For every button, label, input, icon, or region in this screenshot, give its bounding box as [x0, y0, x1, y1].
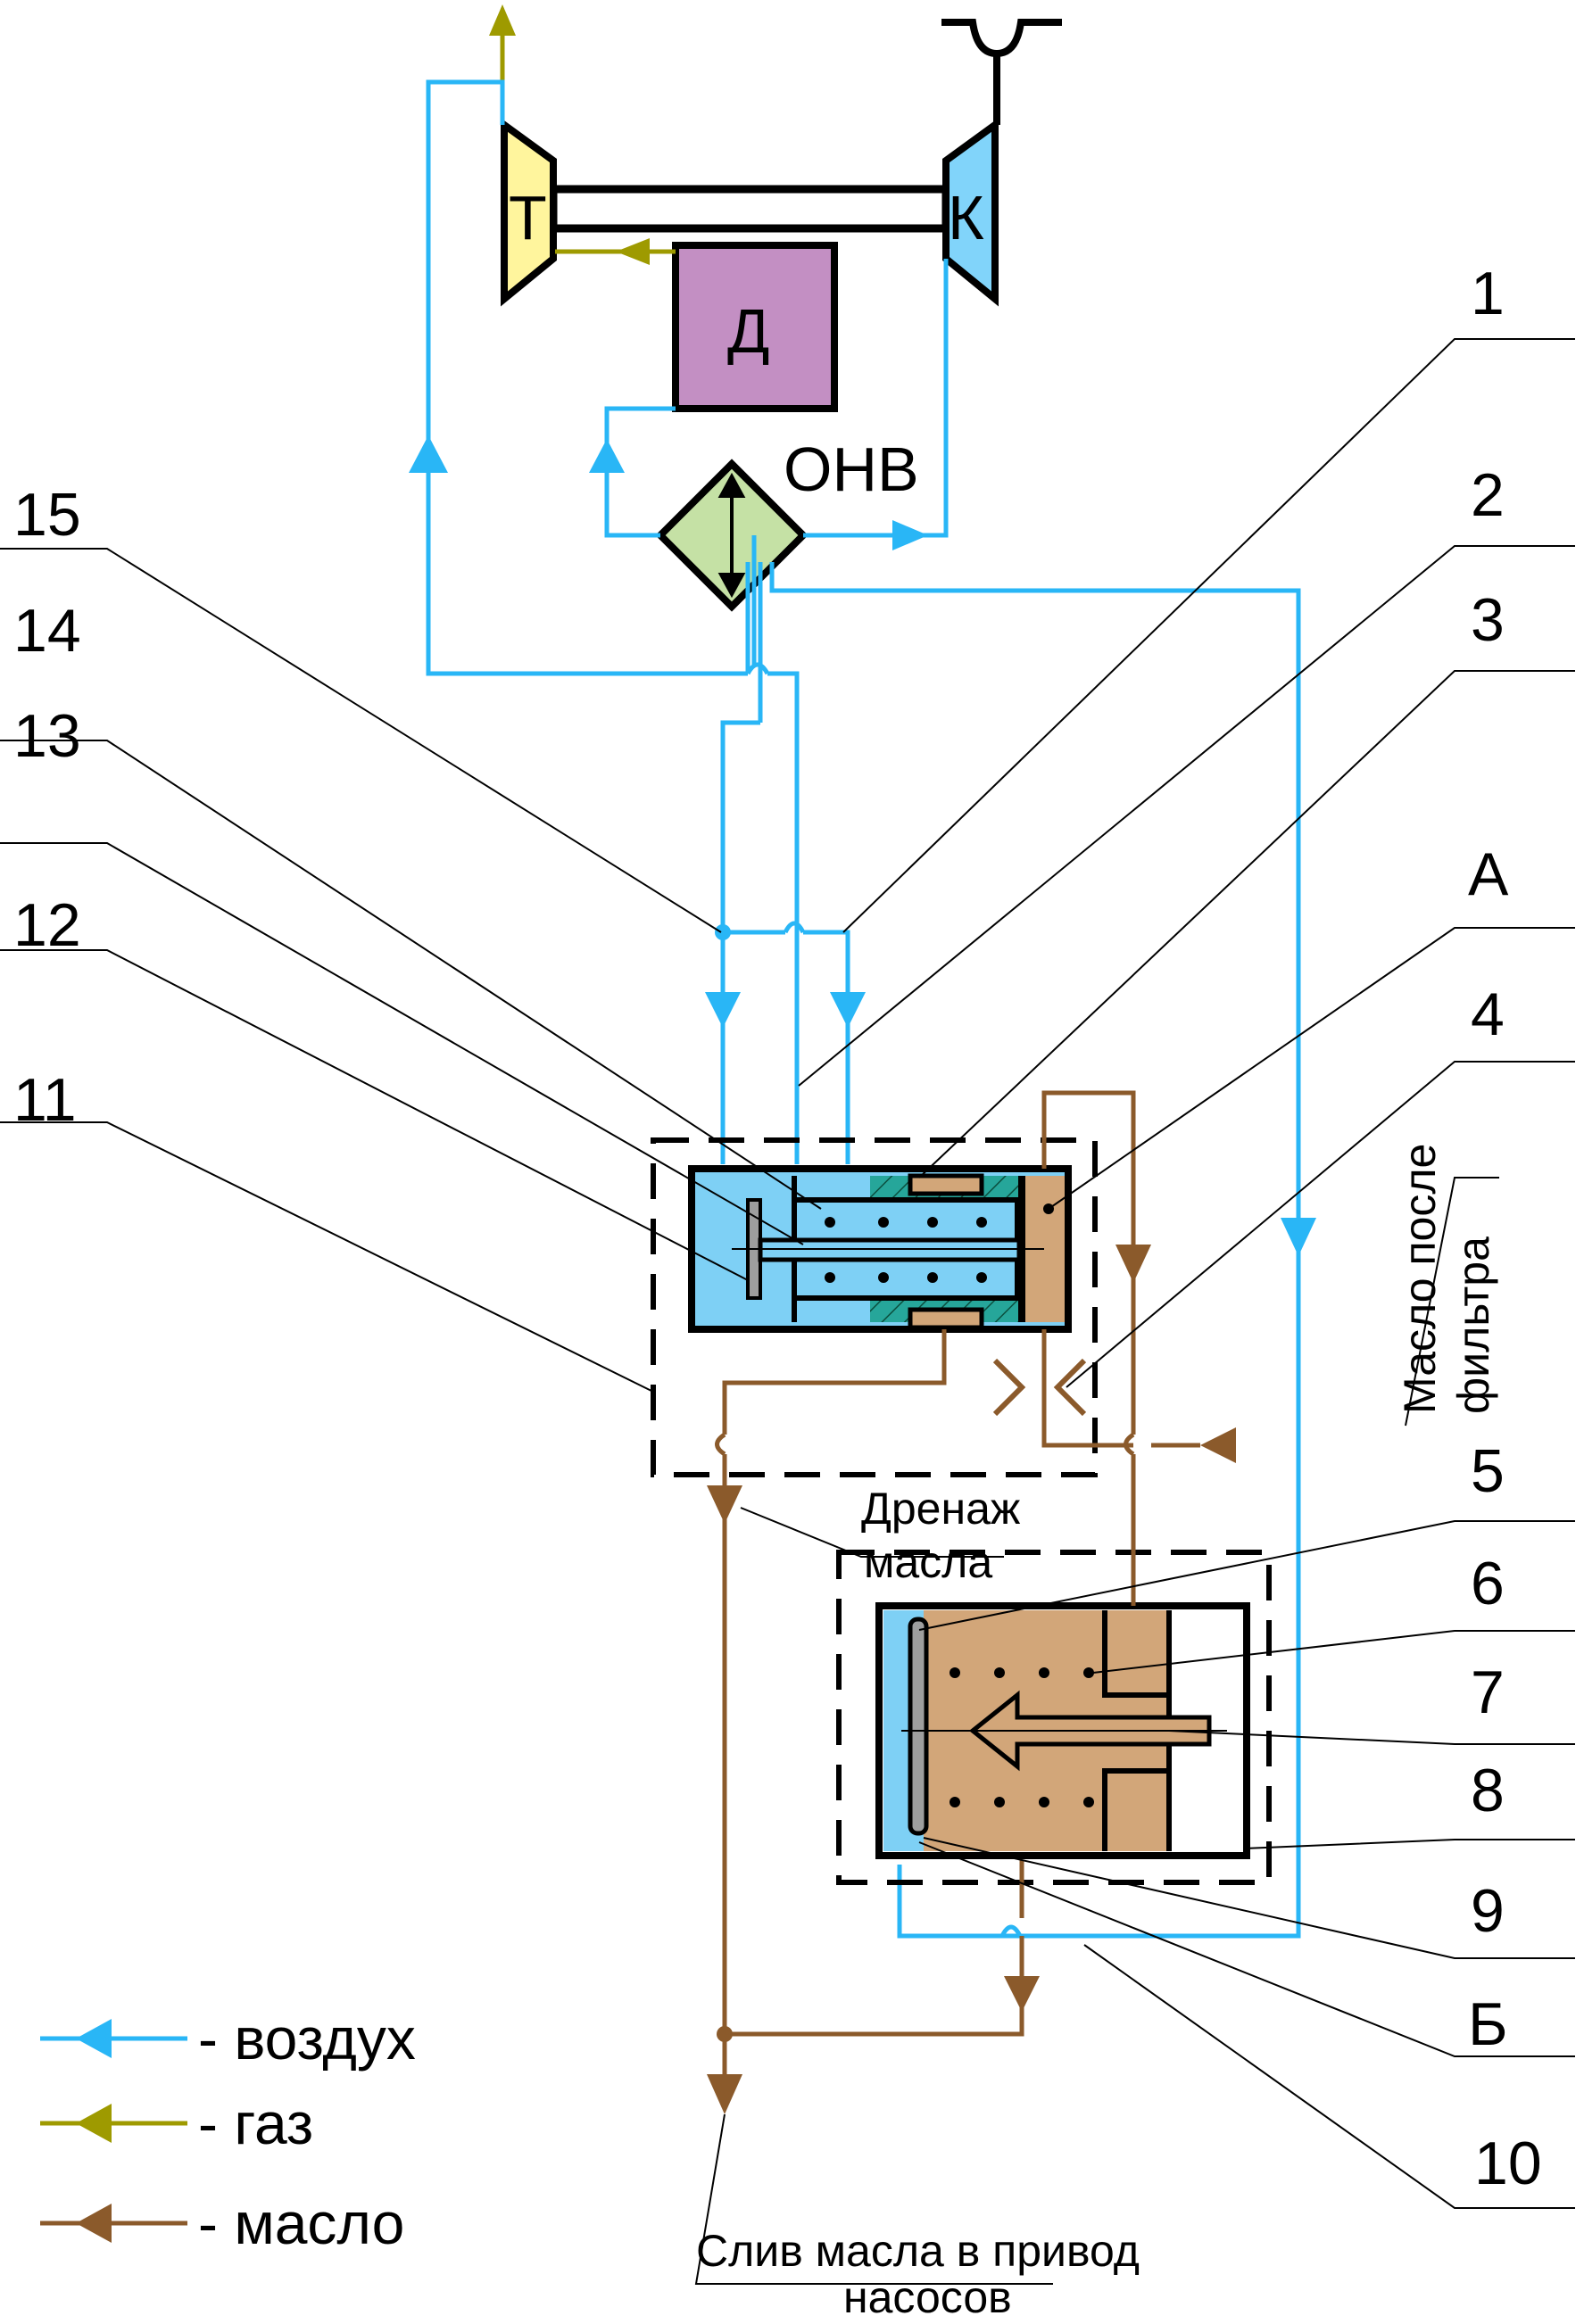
air-line-crossings [745, 662, 1023, 1938]
note-oil-after-filter-2: фильтра [1448, 1236, 1498, 1414]
lower-valve-dashed-frame [836, 1550, 1272, 1885]
callout-12: 12 [13, 891, 81, 959]
callout-13: 13 [13, 702, 81, 770]
callout-A: А [1468, 840, 1509, 908]
legend-gas-label: - газ [198, 2090, 313, 2156]
callout-5: 5 [1471, 1437, 1505, 1505]
note-oil-drain-2: масла [864, 1537, 992, 1587]
air-arrows [409, 435, 1316, 1256]
legend-oil: - масло [40, 2190, 404, 2256]
lower-valve [875, 1602, 1250, 1859]
callout-6: 6 [1471, 1550, 1505, 1617]
compressor-label: К [948, 183, 984, 252]
notes: Масло после фильтра Дренаж масла Слив ма… [696, 1144, 1498, 2322]
turbine-block [501, 118, 557, 307]
callout-3: 3 [1471, 586, 1505, 654]
callout-15: 15 [13, 481, 81, 549]
callout-10: 10 [1474, 2130, 1542, 2197]
lower-valve-spring-dots [950, 1667, 1094, 1807]
legend-gas-arrow-icon [76, 2104, 112, 2143]
upper-valve-bottom-seat [908, 1307, 984, 1330]
legend-oil-label: - масло [198, 2190, 404, 2256]
callout-leaders [0, 338, 1575, 2285]
turbocharger-group: Т К Д [501, 19, 1062, 412]
cooler-double-arrow-icon [717, 472, 746, 599]
air-junction-dot [715, 924, 731, 940]
engine-block [672, 242, 838, 412]
oil-junction-dot [717, 2026, 733, 2042]
upper-valve-dashed-frame [651, 1137, 1098, 1477]
note-oil-to-pumps-2: насосов [843, 2272, 1012, 2320]
legend-air-arrow-icon [76, 2019, 112, 2058]
oil-line-crossings [715, 1432, 1135, 1457]
turbo-shaft [549, 185, 950, 233]
callout-2: 2 [1471, 461, 1505, 529]
gas-engine-arrow [616, 238, 650, 265]
callout-4: 4 [1471, 980, 1505, 1048]
upper-valve [688, 1165, 1072, 1333]
note-oil-drain-1: Дренаж [861, 1484, 1021, 1534]
callout-B: Б [1468, 1990, 1508, 2058]
legend: - воздух - газ - масло [40, 2006, 416, 2256]
upper-valve-spring-dots [825, 1203, 1054, 1283]
legend-oil-arrow-icon [76, 2204, 112, 2243]
callout-labels: 1 2 3 А 4 5 6 7 8 9 Б 10 15 14 13 12 11 [13, 260, 1542, 2197]
note-oil-to-pumps-1: Слив масла в привод [696, 2226, 1140, 2276]
callout-11: 11 [13, 1066, 77, 1134]
callout-8: 8 [1471, 1757, 1505, 1824]
air-intake-icon [941, 19, 1062, 58]
engine-label: Д [727, 296, 769, 366]
note-oil-after-filter-1: Масло после [1395, 1144, 1445, 1414]
lower-valve-membrane [908, 1617, 929, 1836]
legend-gas: - газ [40, 2090, 313, 2156]
turbine-label: Т [509, 183, 547, 252]
callout-7: 7 [1471, 1658, 1505, 1726]
gas-exhaust-arrow [489, 4, 516, 36]
cooler-label: ОНВ [784, 434, 919, 504]
callout-9: 9 [1471, 1877, 1505, 1945]
callout-1: 1 [1471, 260, 1505, 327]
callout-14: 14 [13, 597, 81, 665]
upper-valve-top-seat [908, 1173, 984, 1196]
oil-arrows [707, 1245, 1236, 2114]
legend-air: - воздух [40, 2006, 416, 2072]
legend-air-label: - воздух [198, 2006, 416, 2072]
throttle-icon [992, 1358, 1087, 1417]
